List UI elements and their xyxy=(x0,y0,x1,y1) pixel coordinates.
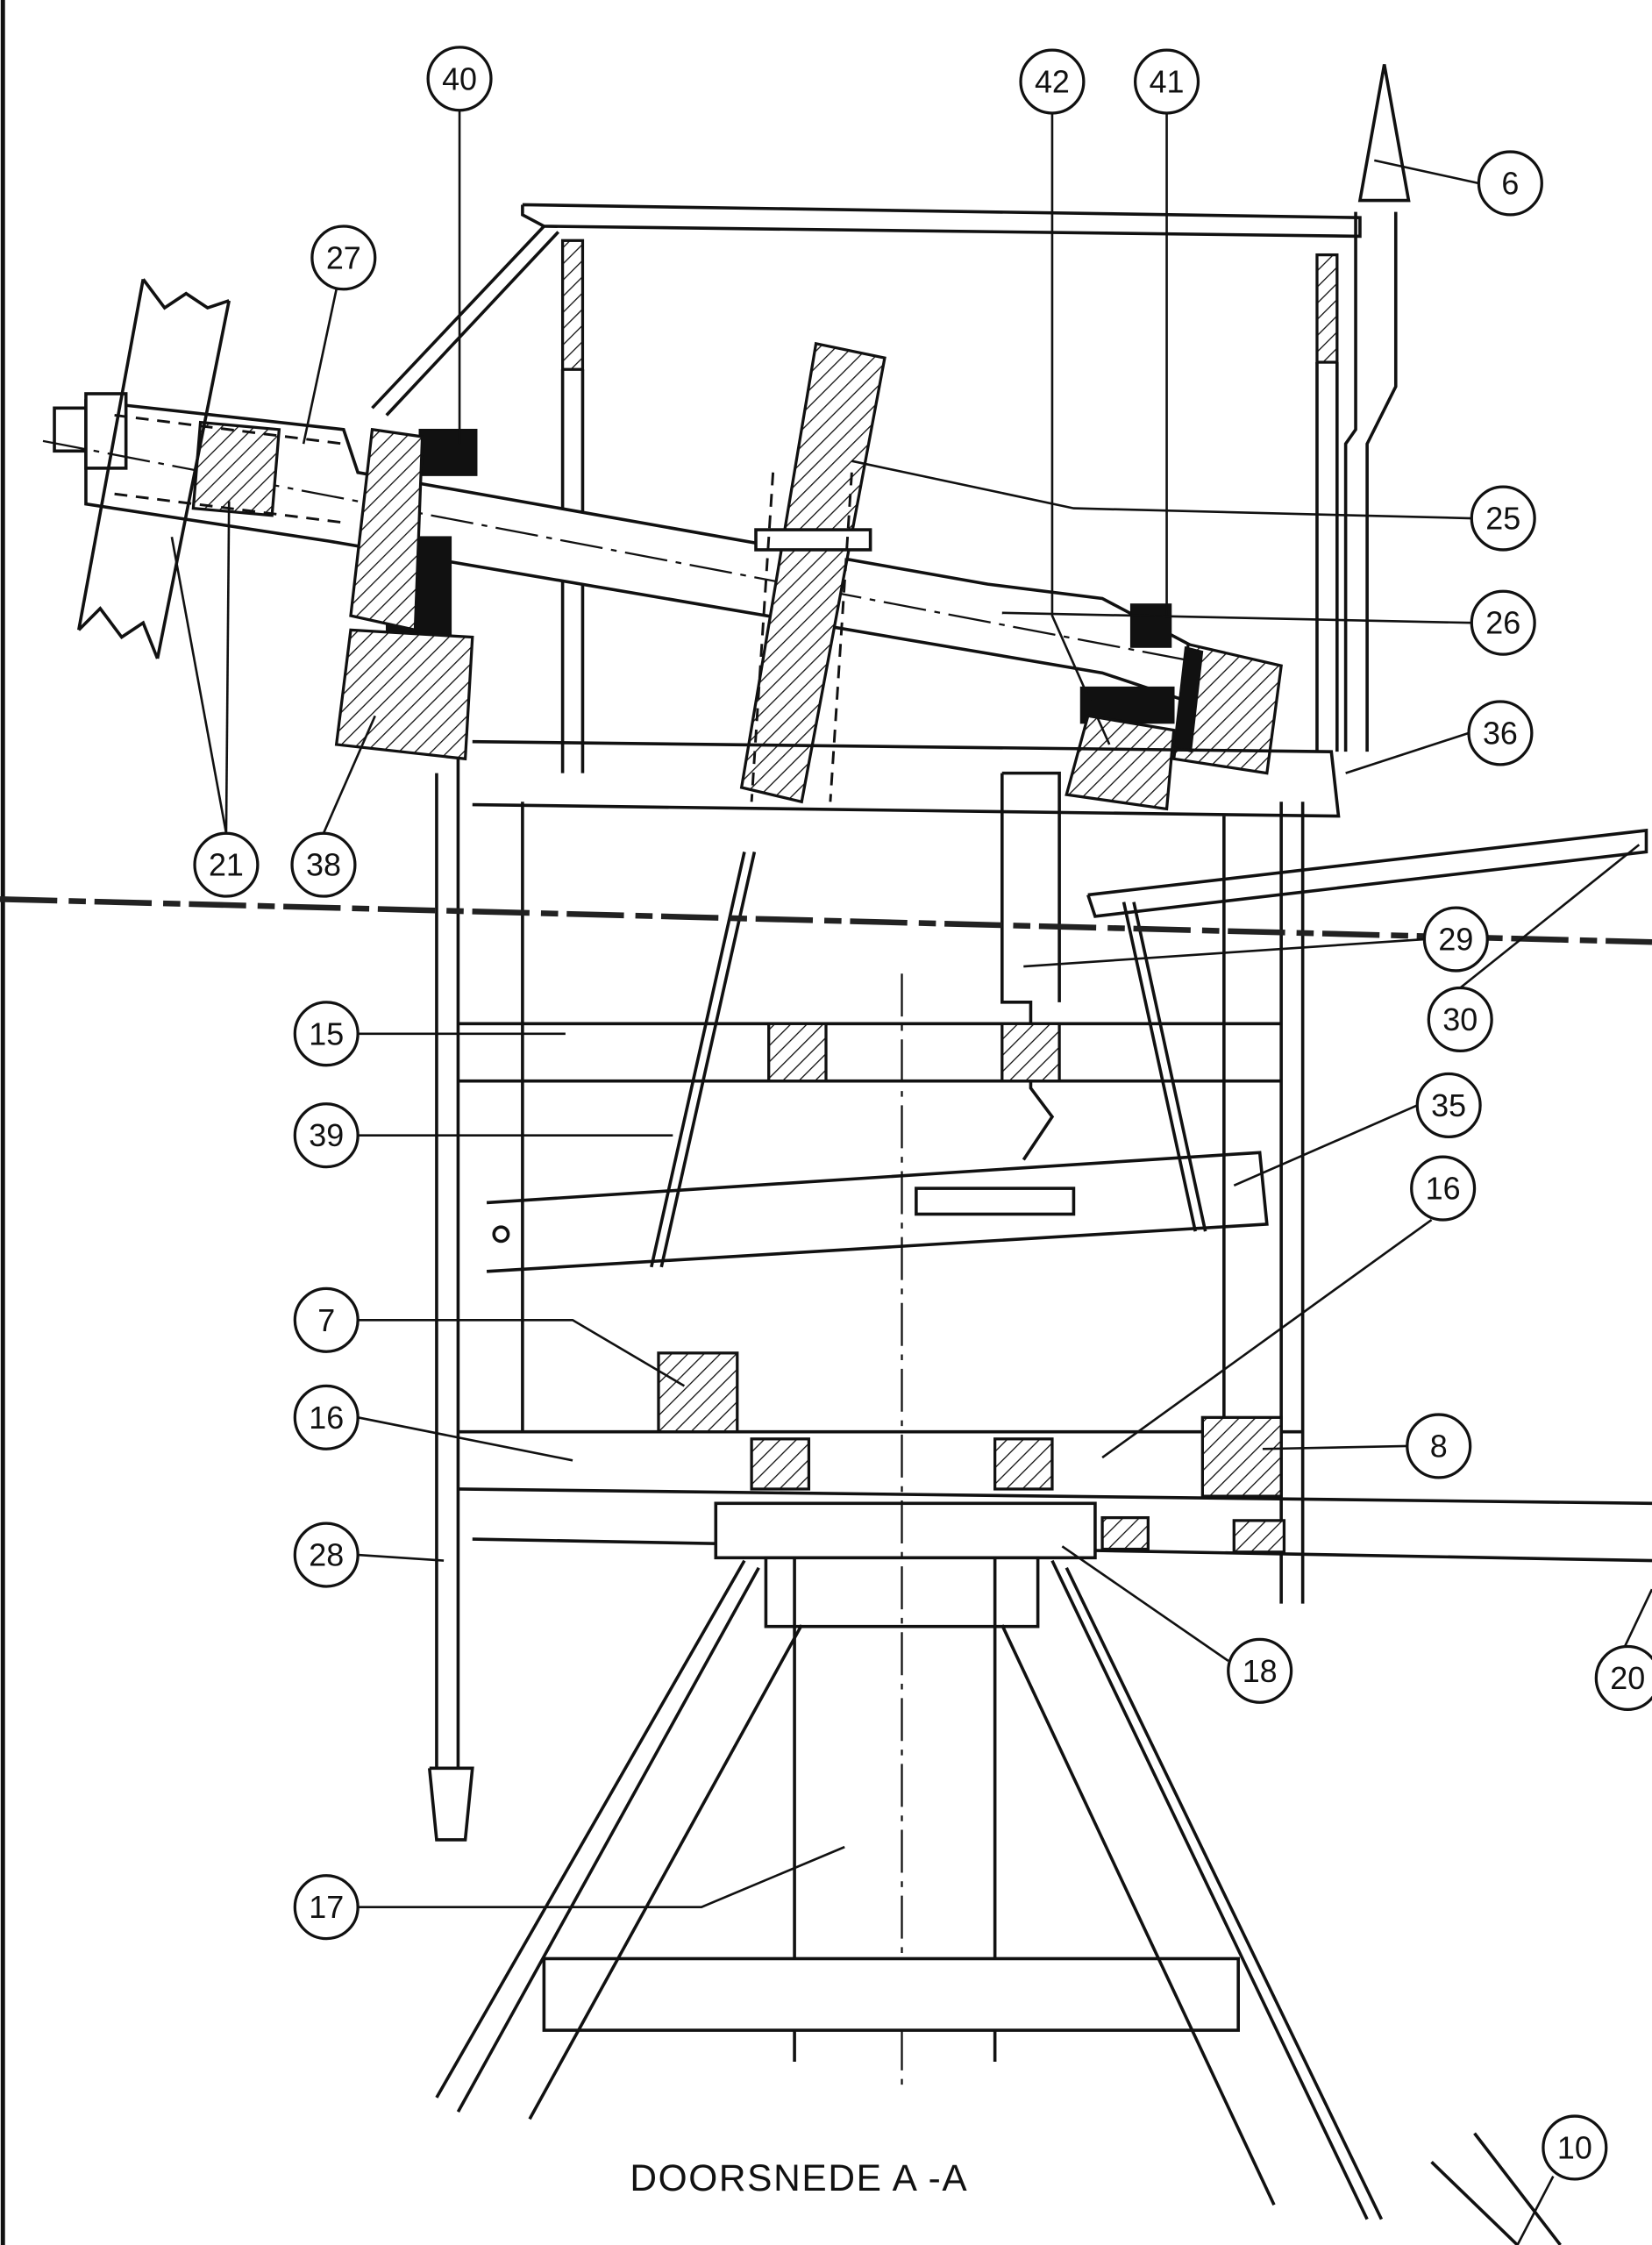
callout-17: 17 xyxy=(293,1874,360,1941)
svg-text:18: 18 xyxy=(1243,1653,1278,1689)
callout-16-left: 16 xyxy=(293,1384,360,1450)
svg-text:41: 41 xyxy=(1150,64,1185,100)
svg-text:42: 42 xyxy=(1035,64,1070,100)
svg-text:29: 29 xyxy=(1438,922,1473,958)
spike xyxy=(1343,64,1411,752)
callout-10: 10 xyxy=(1542,2114,1608,2181)
callout-15: 15 xyxy=(293,1001,360,1067)
callout-8: 8 xyxy=(1406,1413,1472,1479)
callout-42: 42 xyxy=(1019,48,1086,115)
lever xyxy=(486,828,1648,1273)
column xyxy=(435,973,1562,2245)
callout-6: 6 xyxy=(1477,150,1543,217)
svg-text:16: 16 xyxy=(1426,1171,1461,1207)
svg-text:40: 40 xyxy=(442,61,477,96)
svg-text:39: 39 xyxy=(309,1117,344,1153)
svg-text:10: 10 xyxy=(1557,2129,1592,2165)
crossbar-15 xyxy=(458,1022,1282,1083)
right-bearing xyxy=(1065,603,1283,811)
svg-text:35: 35 xyxy=(1431,1087,1466,1123)
vertical-post xyxy=(77,278,231,659)
callout-38: 38 xyxy=(290,831,357,898)
svg-text:20: 20 xyxy=(1610,1660,1645,1696)
callout-35: 35 xyxy=(1415,1072,1482,1138)
svg-text:36: 36 xyxy=(1483,715,1518,751)
crossbar-16 xyxy=(458,1351,1652,1563)
callout-29: 29 xyxy=(1422,906,1489,973)
callout-41: 41 xyxy=(1134,48,1200,115)
callout-26: 26 xyxy=(1470,589,1536,656)
svg-text:25: 25 xyxy=(1485,501,1520,537)
callout-27: 27 xyxy=(310,224,377,291)
svg-text:16: 16 xyxy=(309,1400,344,1436)
leader-lines xyxy=(170,110,1652,2245)
callout-30: 30 xyxy=(1427,986,1493,1053)
svg-text:6: 6 xyxy=(1501,165,1519,201)
roof xyxy=(371,203,1362,773)
callout-36: 36 xyxy=(1467,700,1534,766)
svg-text:8: 8 xyxy=(1430,1428,1448,1464)
scan-artifact xyxy=(0,896,1652,945)
svg-text:27: 27 xyxy=(326,239,361,275)
callout-28: 28 xyxy=(293,1522,360,1588)
svg-text:38: 38 xyxy=(306,847,341,883)
callout-18: 18 xyxy=(1227,1637,1293,1704)
callout-7: 7 xyxy=(293,1286,360,1353)
svg-text:26: 26 xyxy=(1485,605,1520,641)
svg-text:15: 15 xyxy=(309,1016,344,1051)
section-title: DOORSNEDE A -A xyxy=(630,2157,968,2199)
callout-25: 25 xyxy=(1470,485,1536,552)
svg-text:21: 21 xyxy=(209,847,244,883)
callout-16-right: 16 xyxy=(1410,1155,1477,1222)
beam xyxy=(739,341,887,804)
frame xyxy=(427,739,1341,1842)
svg-text:30: 30 xyxy=(1442,1001,1478,1037)
callout-39: 39 xyxy=(293,1102,360,1169)
axle xyxy=(42,392,1217,704)
callout-40: 40 xyxy=(426,46,493,112)
callout-21: 21 xyxy=(193,831,260,898)
svg-text:7: 7 xyxy=(317,1302,335,1338)
svg-text:17: 17 xyxy=(309,1889,344,1925)
svg-text:28: 28 xyxy=(309,1537,344,1573)
callout-20: 20 xyxy=(1594,1644,1652,1712)
